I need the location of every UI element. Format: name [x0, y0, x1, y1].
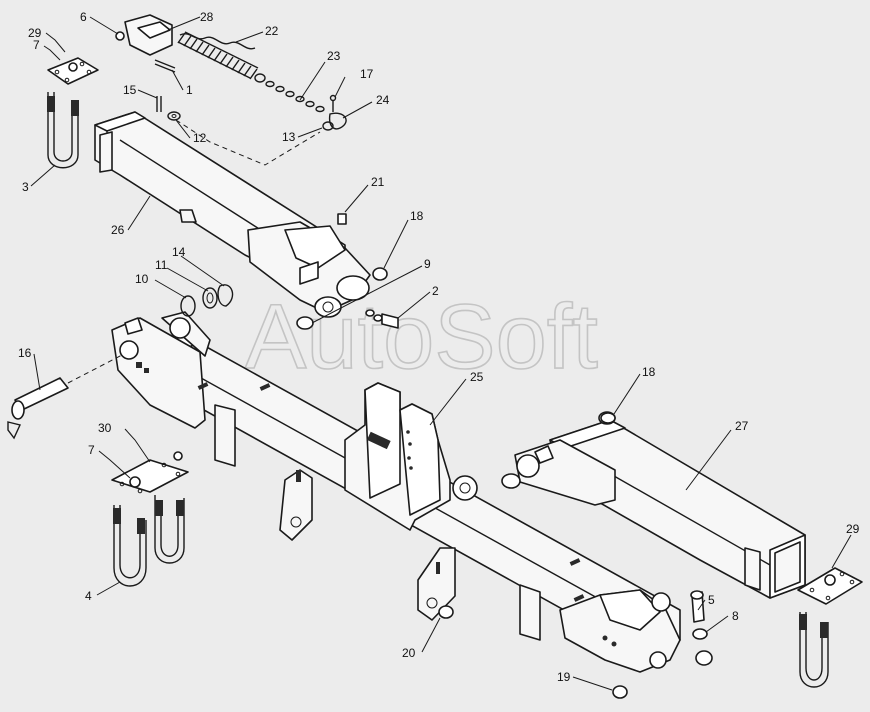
callout-28: 28: [200, 10, 214, 24]
spring-22: [177, 31, 266, 83]
callout-labels: 6 28 22 29 7 1 15 12 23 17 24 13 3 26 21…: [18, 10, 860, 684]
ring-11: [202, 287, 218, 309]
callout-22: 22: [265, 24, 279, 38]
callout-9: 9: [424, 257, 431, 271]
bushing-9: [296, 316, 314, 330]
callout-10: 10: [135, 272, 149, 286]
grease-fitting-21: [337, 213, 347, 225]
spring-bracket-28: [115, 14, 176, 73]
callout-13: 13: [282, 130, 296, 144]
bolt-5: [690, 590, 705, 623]
callout-19: 19: [557, 670, 571, 684]
nut-8: [692, 628, 713, 666]
bolt-2: [365, 309, 399, 329]
watermark: AutoSoft: [245, 286, 598, 388]
shackle-24: [322, 94, 347, 131]
callout-11: 11: [155, 258, 168, 272]
clamp-assembly-top-left: [47, 57, 99, 169]
pin-15: [156, 96, 162, 112]
pin-16: [7, 377, 69, 440]
upper-arm-26: [94, 111, 371, 318]
main-frame-25: [111, 311, 681, 673]
callout-3: 3: [22, 180, 29, 194]
clamp-assembly-lower-left: [111, 451, 189, 587]
callout-5: 5: [708, 593, 715, 607]
bushing-20: [438, 605, 454, 619]
clamp-assembly-right: [797, 567, 863, 688]
washer-10: [180, 295, 196, 317]
callout-2: 2: [432, 284, 439, 298]
callout-20: 20: [402, 646, 416, 660]
bushing-18-upper: [372, 267, 388, 281]
chain-23: [265, 80, 325, 113]
callout-12: 12: [193, 131, 207, 145]
callout-15: 15: [123, 83, 137, 97]
callout-21: 21: [371, 175, 385, 189]
callout-6: 6: [80, 10, 87, 24]
callout-26: 26: [111, 223, 125, 237]
clip-14: [217, 284, 234, 307]
callout-24: 24: [376, 93, 390, 107]
callout-29-top: 29: [28, 26, 42, 40]
callout-30: 30: [98, 421, 112, 435]
bushing-19: [612, 685, 628, 699]
callout-29-right: 29: [846, 522, 860, 536]
dashed-connection: [175, 119, 321, 166]
callout-17: 17: [360, 67, 374, 81]
callout-14: 14: [172, 245, 186, 259]
callout-23: 23: [327, 49, 341, 63]
callout-25: 25: [470, 370, 484, 384]
bushing-18-lower: [600, 412, 616, 424]
callout-7-top: 7: [33, 38, 40, 52]
callout-1: 1: [186, 83, 193, 97]
callout-16: 16: [18, 346, 32, 360]
callout-leaders: [30, 16, 852, 691]
callout-4: 4: [85, 589, 92, 603]
callout-27: 27: [735, 419, 749, 433]
callout-18-upper: 18: [410, 209, 424, 223]
callout-18-lower: 18: [642, 365, 656, 379]
pin-axis: [67, 354, 123, 384]
callout-7-lower: 7: [88, 443, 95, 457]
washer-12: [167, 111, 181, 121]
callout-8: 8: [732, 609, 739, 623]
